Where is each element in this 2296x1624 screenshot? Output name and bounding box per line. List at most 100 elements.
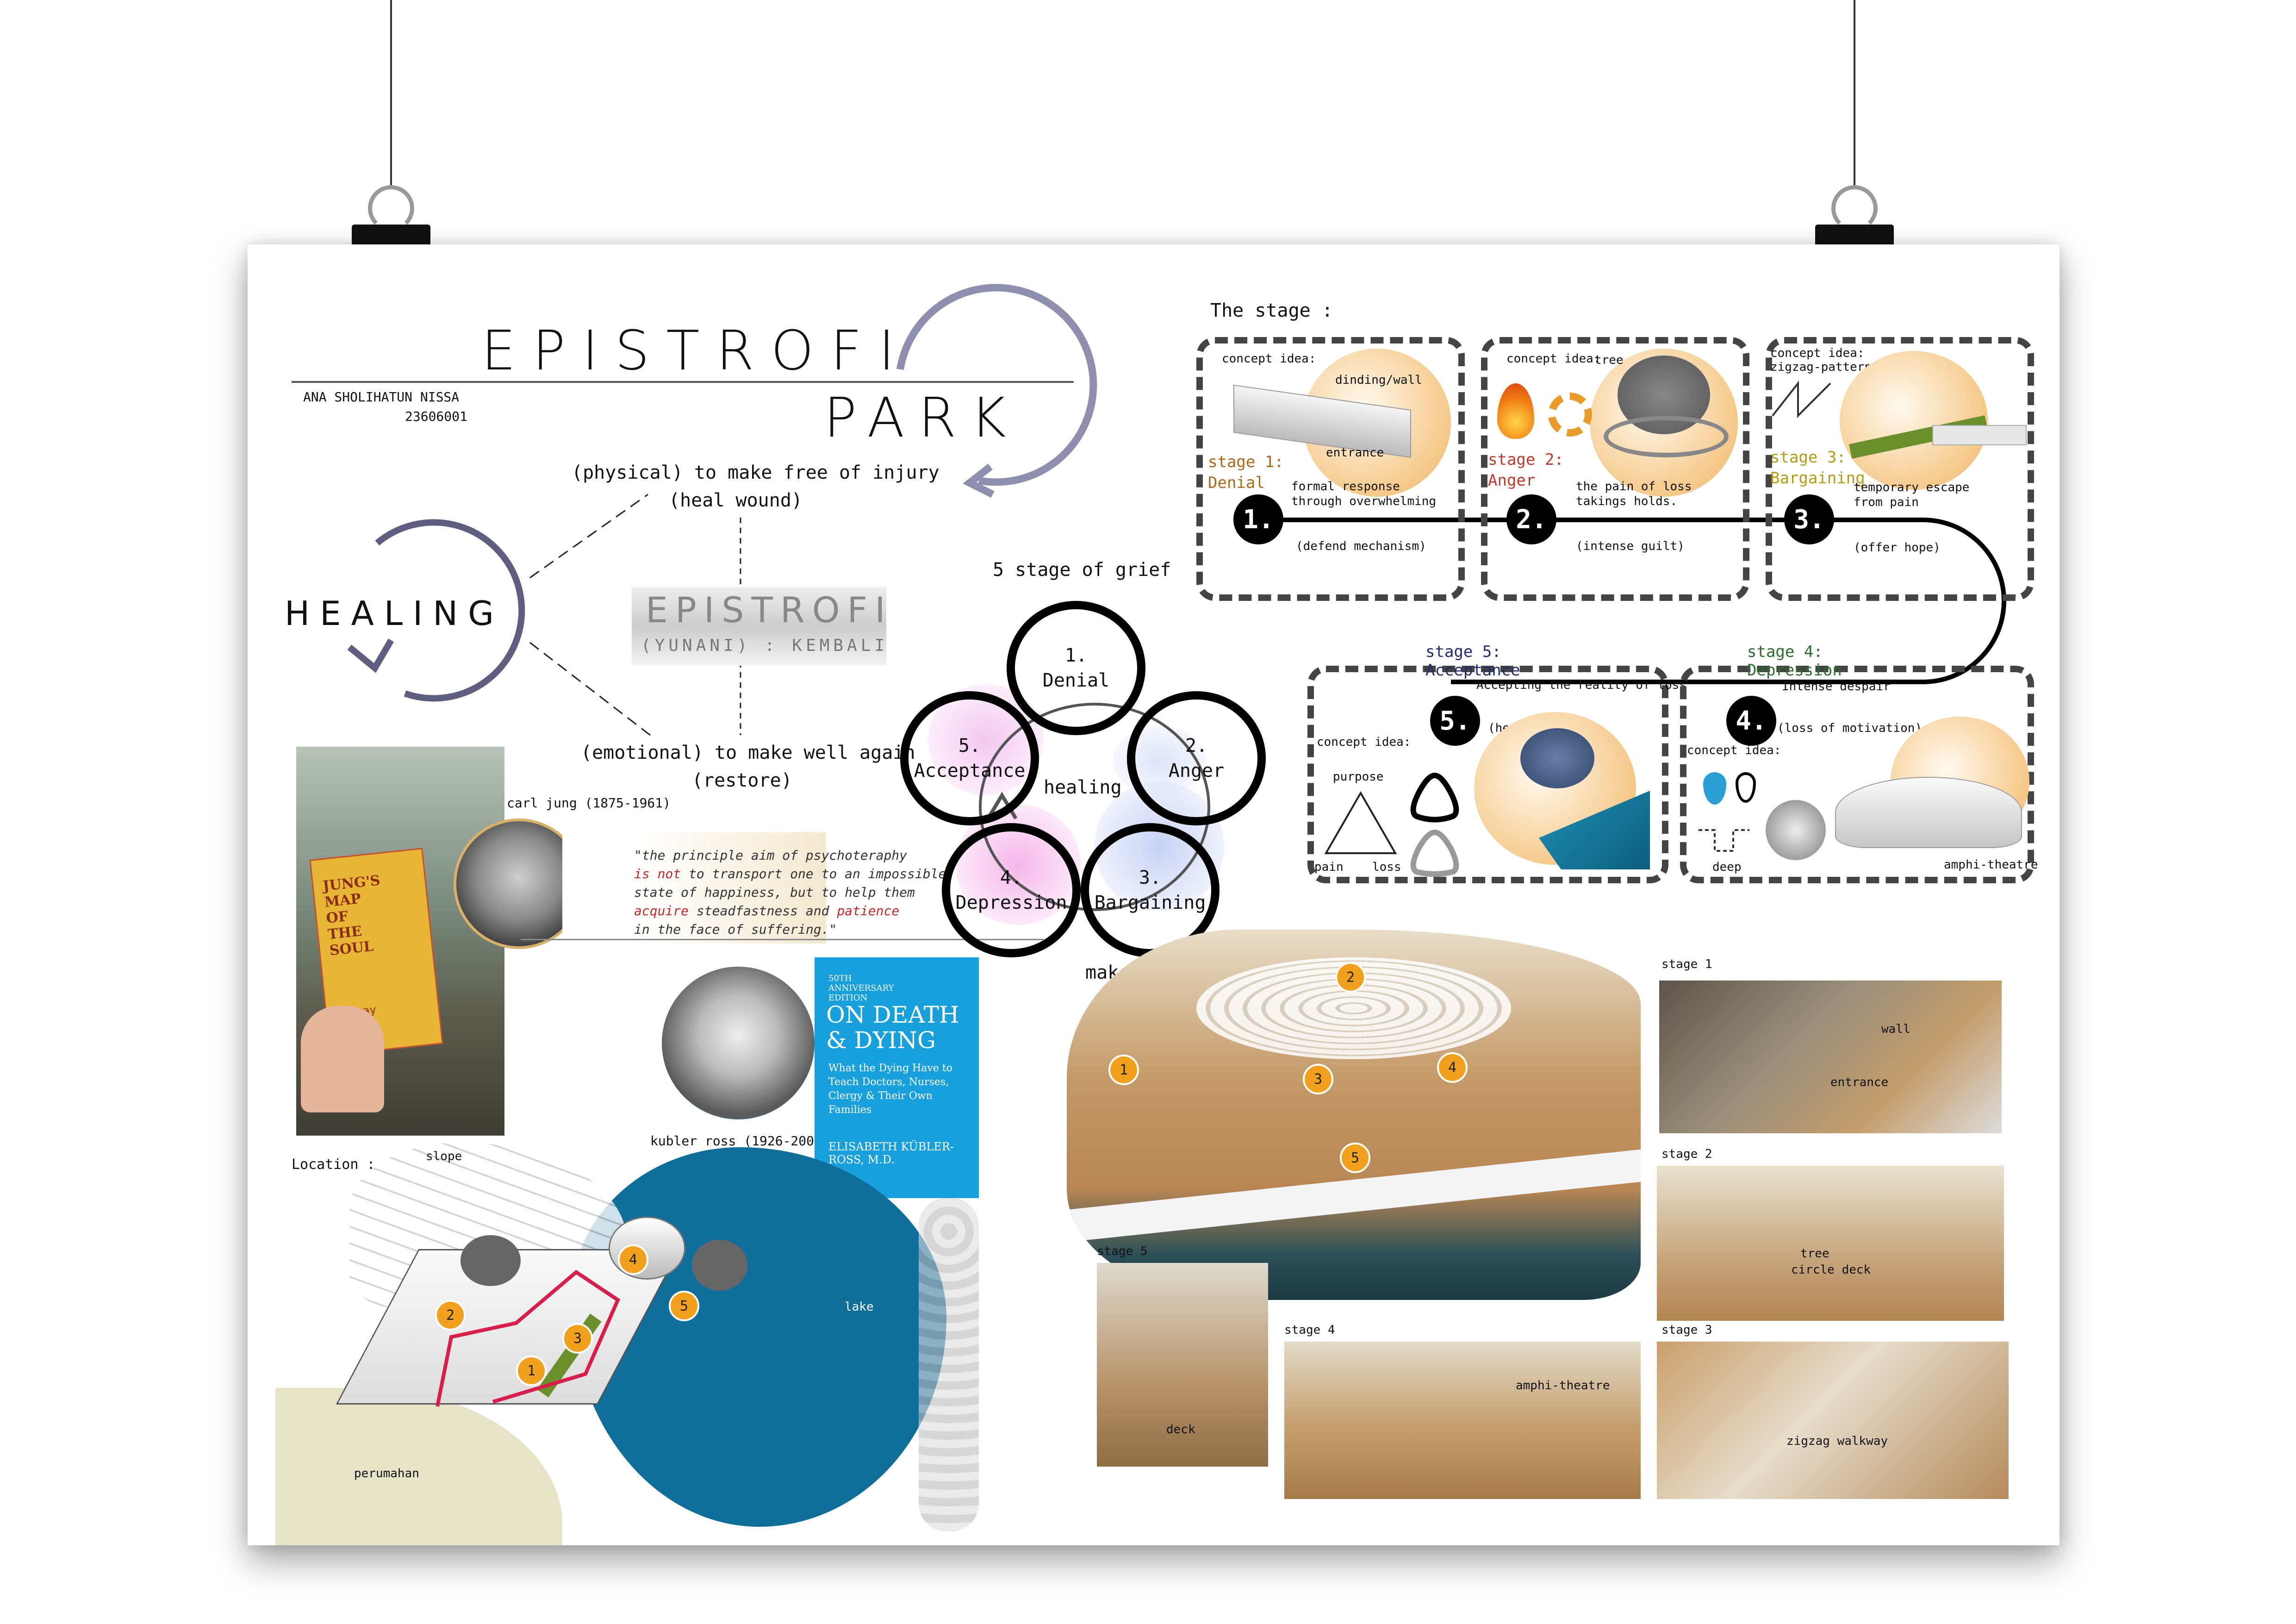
- stage-4-desc: Intense despair: [1782, 680, 1891, 693]
- rounded-triangle-grey-icon: [1410, 829, 1459, 877]
- location-slope: slope: [426, 1149, 462, 1163]
- grief-title: 5 stage of grief: [993, 559, 1171, 581]
- stage-4-label: stage 4:: [1747, 643, 1823, 661]
- site-badge-4: 4: [618, 1244, 648, 1275]
- jung-quote-line-2: is not to transport one to an impossible: [634, 865, 946, 883]
- stage-2-box: [1481, 337, 1749, 601]
- maket-stage-4-photo: amphi-theatre: [1284, 1342, 1641, 1499]
- stage-4-concept: concept idea:: [1687, 743, 1781, 757]
- stage-3-desc-2: from pain: [1854, 495, 1919, 509]
- stage-4-name: Depression: [1747, 661, 1842, 680]
- healing-arc-icon: [347, 519, 525, 702]
- stage-2-circle-deck: [1604, 416, 1729, 457]
- stage-5-label: stage 5:: [1425, 643, 1501, 661]
- title-main: EPISTROFI: [481, 319, 912, 382]
- jung-book-photo: JUNG'S MAP OF THE SOUL murray stein: [296, 747, 504, 1136]
- lake-area: [572, 1147, 946, 1527]
- stage-3-name: Bargaining: [1770, 469, 1865, 487]
- title-underline: [292, 381, 1074, 383]
- stage-1-number: 1.: [1233, 494, 1283, 544]
- ross-book-subtitle: What the Dying Have to Teach Doctors, Nu…: [828, 1062, 952, 1116]
- healing-physical: (physical) to make free of injury: [572, 462, 940, 483]
- maket-stage-5-photo: deck: [1097, 1263, 1268, 1467]
- stage-3-desc-1: temporary escape: [1854, 481, 1970, 494]
- jung-quote-line-4-mid: steadfastness and: [689, 903, 837, 918]
- site-badge-5: 5: [669, 1291, 699, 1321]
- healing-word: HEALING: [285, 594, 504, 633]
- spiral-well-icon: [1766, 800, 1826, 860]
- jung-quote-line-2-rest: to transport one to an impossible: [681, 866, 946, 881]
- stage-5-box: [1307, 666, 1668, 883]
- maket-stage-1-label: stage 1: [1661, 957, 1712, 971]
- stage-4-tag-amphi: amphi-theatre: [1944, 858, 2038, 872]
- stage-1-box: [1196, 337, 1465, 601]
- maket-stage-1-entrance: entrance: [1830, 1075, 1889, 1089]
- maket-stage-2-deck: circle deck: [1791, 1263, 1871, 1277]
- stage-1-tag-wall: dinding/wall: [1335, 373, 1422, 387]
- jung-name: carl jung (1875-1961): [507, 795, 671, 811]
- site-tree-1: [460, 1235, 521, 1286]
- ross-book-edition: 50TH ANNIVERSARY EDITION: [828, 974, 894, 1003]
- grief-center-label: healing: [1044, 777, 1122, 798]
- epistrofi-label: EPISTROFI: [646, 589, 893, 631]
- stage-3-note: (offer hope): [1854, 541, 1941, 555]
- ross-book-title-2: & DYING: [826, 1027, 936, 1054]
- jung-quote-panel: [562, 832, 826, 943]
- right-hanging-wire: [1854, 0, 1855, 185]
- maket-stage-5-label: stage 5: [1097, 1244, 1148, 1258]
- stage-2-label: stage 2:: [1488, 450, 1564, 469]
- ross-book-title-1: ON DEATH: [826, 1001, 959, 1028]
- stage-2-desc-2: takings holds.: [1576, 494, 1678, 508]
- healing-diagram-lines: [529, 493, 741, 736]
- stage-5-tree: [1520, 728, 1594, 788]
- maket-badge-4: 4: [1437, 1052, 1468, 1083]
- jung-quote-emphasis-acquire: acquire: [634, 903, 689, 918]
- healing-physical-sub: (heal wound): [669, 490, 803, 511]
- title-return-arc: [896, 284, 1097, 498]
- stages-title: The stage :: [1210, 300, 1333, 321]
- jung-quote-line-1: "the principle aim of psychoteraphy: [634, 848, 908, 863]
- ross-book-author: ELISABETH KÜBLER-ROSS, M.D.: [828, 1140, 954, 1166]
- stage-5-tag-pain: pain: [1314, 860, 1344, 874]
- student-id: 23606001: [405, 409, 467, 424]
- jung-quote-underline: [521, 939, 1044, 940]
- healing-emotional: (emotional) to make well again: [581, 742, 915, 763]
- stage-1-tag-entrance: entrance: [1326, 446, 1384, 460]
- site-badge-2: 2: [435, 1300, 466, 1330]
- stage-4-number: 4.: [1726, 696, 1776, 746]
- jung-quote-line-4: acquire steadfastness and patience: [634, 902, 946, 920]
- circle-dashed-icon: [1548, 393, 1592, 437]
- maket-badge-1: 1: [1108, 1055, 1139, 1085]
- stage-1-name: Denial: [1208, 474, 1265, 492]
- epistrofi-label-box: [632, 587, 886, 666]
- trees-ring: [919, 1198, 979, 1531]
- epistrofi-meaning: (YUNANI) : KEMBALI: [641, 636, 889, 655]
- ross-book-cover: 50TH ANNIVERSARY EDITION ON DEATH & DYIN…: [815, 957, 979, 1198]
- maket-stage-2-label: stage 2: [1661, 1147, 1712, 1161]
- stage-2-name: Anger: [1488, 471, 1536, 490]
- stage-2-concept: concept idea:: [1506, 352, 1601, 366]
- stage-3-concept: concept idea:: [1770, 346, 1865, 360]
- stage-1-note: (defend mechanism): [1296, 539, 1426, 553]
- healing-emotional-sub: (restore): [692, 770, 792, 791]
- jung-quote-emphasis-patience: patience: [837, 903, 900, 918]
- site-route: [436, 1270, 621, 1407]
- rounded-triangle-black-icon: [1410, 772, 1459, 823]
- stage-2-note: (intense guilt): [1576, 539, 1685, 553]
- location-lake: lake: [845, 1300, 874, 1314]
- stage-2-desc-1: the pain of loss: [1576, 480, 1692, 493]
- poster-sheet: EPISTROFI ANA SHOLIHATUN NISSA 23606001 …: [248, 244, 2060, 1545]
- fire-icon: [1497, 383, 1534, 439]
- ross-portrait: [662, 967, 815, 1119]
- maket-stage-1-photo: wall entrance: [1659, 981, 2002, 1133]
- stage-2-number: 2.: [1506, 494, 1556, 544]
- outline-drop-icon: [1736, 772, 1756, 803]
- stage-4-note: (loss of motivation): [1777, 721, 1923, 735]
- jung-quote-emphasis-not: is not: [634, 866, 681, 881]
- stage-1-concept: concept idea:: [1222, 352, 1316, 366]
- stage-3-label: stage 3:: [1770, 448, 1846, 467]
- maket-badge-5: 5: [1340, 1143, 1370, 1173]
- jung-quote: "the principle aim of psychoteraphy is n…: [634, 846, 946, 939]
- stage-3-tag: zigzag-pattern: [1770, 360, 1872, 374]
- maket-stage-2-photo: tree circle deck: [1657, 1166, 2004, 1321]
